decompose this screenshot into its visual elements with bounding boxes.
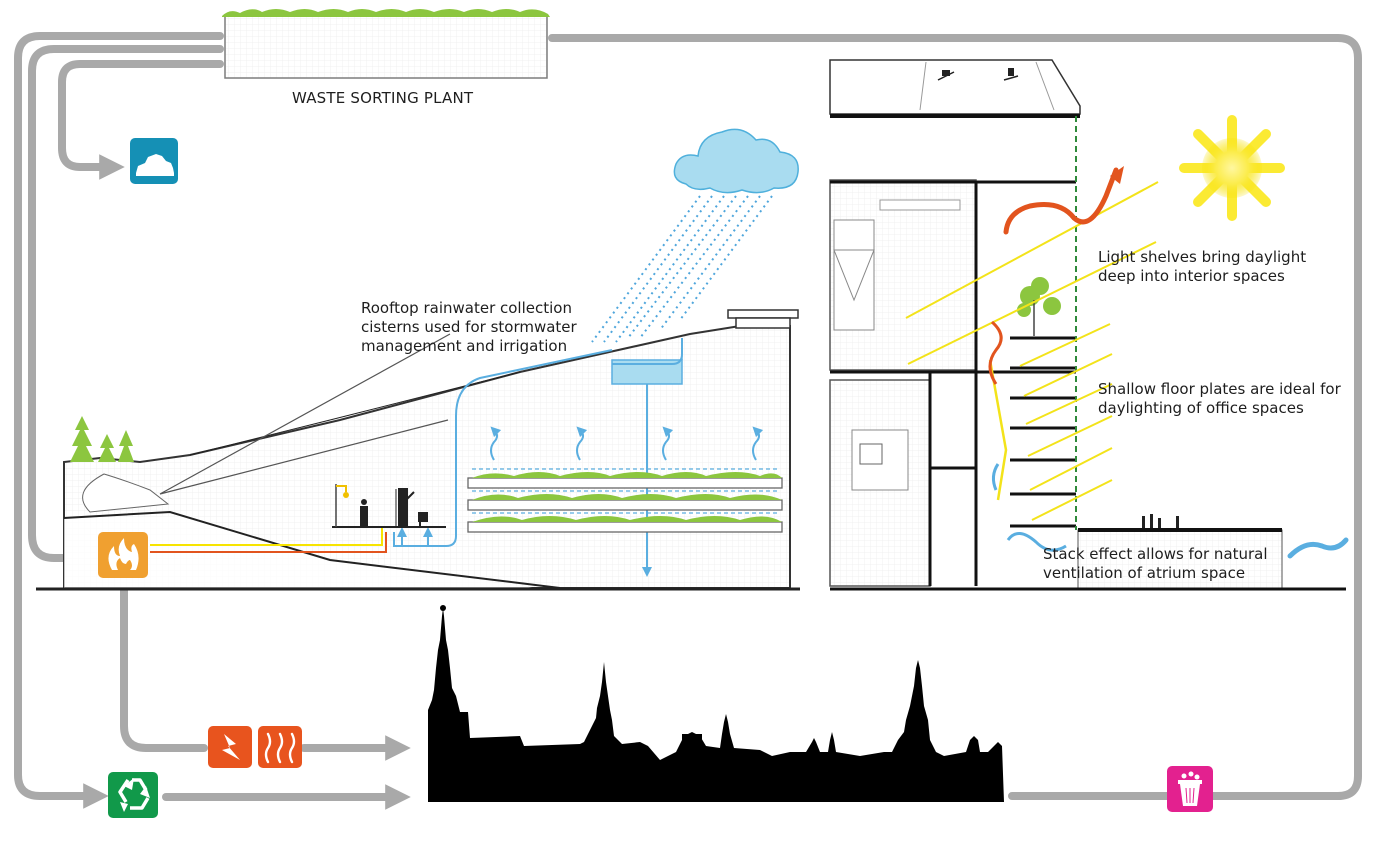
interior-room xyxy=(332,484,446,528)
ventilation-arrows xyxy=(988,166,1349,559)
incineration-plant-section xyxy=(36,309,800,591)
trash-bin-icon xyxy=(1167,766,1213,812)
stack-line-1: Stack effect allows for natural xyxy=(1043,545,1268,563)
rainwater-line-3: management and irrigation xyxy=(361,337,568,355)
flow-incinerator-to-city xyxy=(120,580,208,752)
fire-icon xyxy=(98,532,148,578)
waste-sorting-plant-label: WASTE SORTING PLANT xyxy=(292,89,473,108)
heat-icon xyxy=(258,726,302,768)
sun-icon xyxy=(1179,115,1285,221)
floor-plates-annotation: Shallow floor plates are ideal for dayli… xyxy=(1098,380,1341,418)
copenhagen-skyline xyxy=(428,605,1004,802)
light-line-1: Light shelves bring daylight xyxy=(1098,248,1307,266)
flow-to-incinerator xyxy=(28,45,224,571)
stack-effect-annotation: Stack effect allows for natural ventilat… xyxy=(1043,545,1268,583)
rainwater-annotation: Rooftop rainwater collection cisterns us… xyxy=(361,299,577,356)
recycle-icon xyxy=(108,772,158,818)
floorplates-line-1: Shallow floor plates are ideal for xyxy=(1098,380,1341,398)
flow-from-city-to-plant xyxy=(548,34,1362,800)
rainwater-line-1: Rooftop rainwater collection xyxy=(361,299,572,317)
light-shelves-annotation: Light shelves bring daylight deep into i… xyxy=(1098,248,1306,286)
landfill-icon xyxy=(130,138,178,184)
material-flow-arrows xyxy=(14,32,1362,810)
light-rays xyxy=(905,181,1159,521)
office-building-section xyxy=(829,59,1346,591)
plant-label-text: WASTE SORTING PLANT xyxy=(292,89,474,107)
waste-sorting-plant xyxy=(222,9,550,79)
light-line-2: deep into interior spaces xyxy=(1098,267,1285,285)
rainwater-line-2: cisterns used for stormwater xyxy=(361,318,577,336)
rain-cloud-icon xyxy=(591,128,799,343)
floorplates-line-2: daylighting of office spaces xyxy=(1098,399,1304,417)
electricity-icon xyxy=(208,726,252,768)
stack-line-2: ventilation of atrium space xyxy=(1043,564,1246,582)
flow-to-recycling xyxy=(14,32,224,809)
flow-to-landfill xyxy=(58,60,224,180)
